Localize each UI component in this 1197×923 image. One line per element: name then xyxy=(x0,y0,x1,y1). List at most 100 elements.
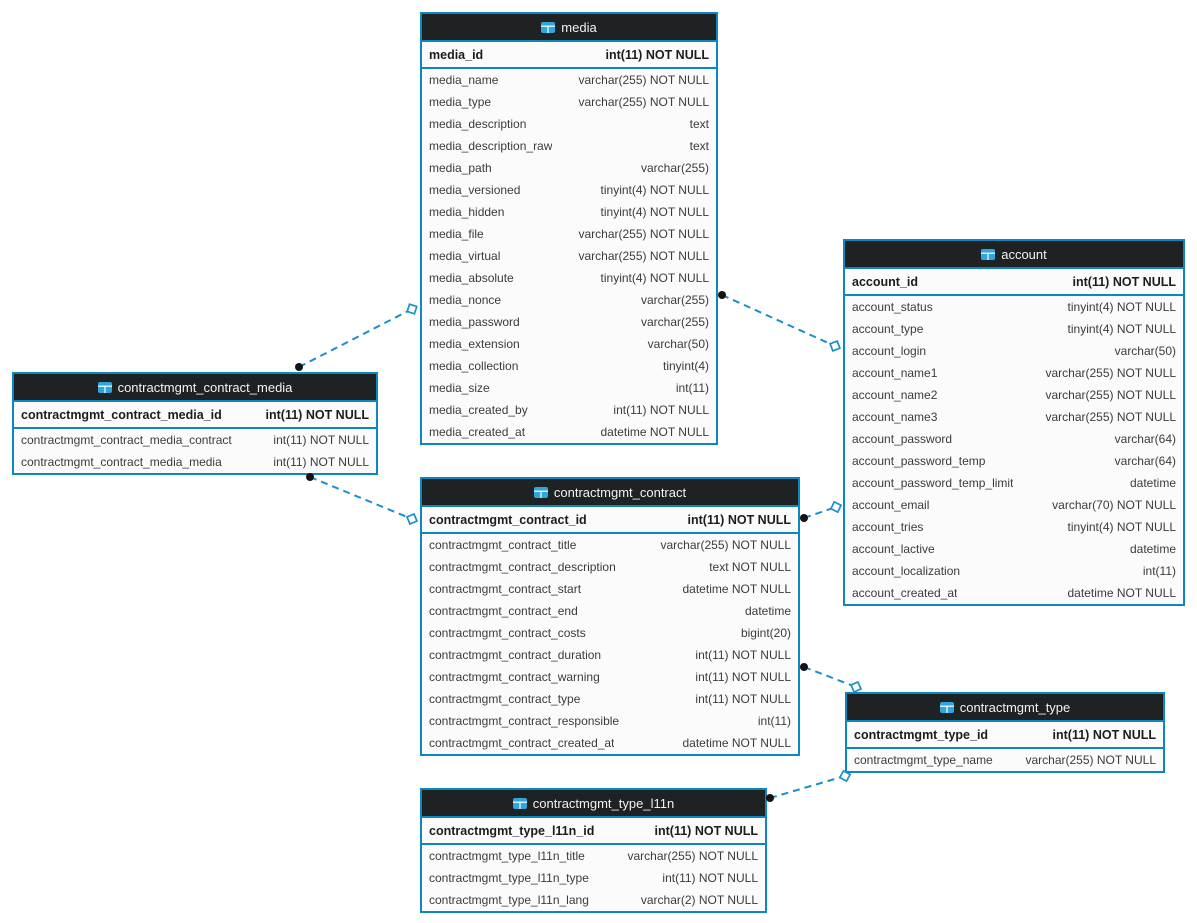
column-row: media_created_at datetime NOT NULL xyxy=(422,421,716,443)
table-header[interactable]: account xyxy=(845,241,1183,269)
column-name: media_description xyxy=(429,117,527,131)
column-type: int(11) NOT NULL xyxy=(265,407,369,422)
column-name: media_description_raw xyxy=(429,139,553,153)
table-title: contractmgmt_contract_media xyxy=(117,379,293,395)
column-type: text xyxy=(689,139,709,153)
column-name: contractmgmt_contract_end xyxy=(429,604,578,618)
column-name: contractmgmt_contract_start xyxy=(429,582,582,596)
column-name: contractmgmt_contract_id xyxy=(429,512,587,527)
column-name: media_extension xyxy=(429,337,520,351)
column-name: media_versioned xyxy=(429,183,521,197)
column-type: varchar(64) xyxy=(1114,432,1176,446)
table-title: contractmgmt_contract xyxy=(553,484,687,500)
table-contractmgmt_contract[interactable]: contractmgmt_contract contractmgmt_contra… xyxy=(420,477,800,756)
column-name: contractmgmt_contract_duration xyxy=(429,648,602,662)
column-type: varchar(255) NOT NULL xyxy=(627,849,759,863)
column-name: contractmgmt_contract_media_contract xyxy=(21,433,232,447)
table-icon xyxy=(939,701,954,713)
column-name: contractmgmt_contract_warning xyxy=(429,670,600,684)
column-type: varchar(255) NOT NULL xyxy=(1045,366,1177,380)
column-type: int(11) NOT NULL xyxy=(695,648,791,662)
table-contractmgmt_contract_media[interactable]: contractmgmt_contract_media contractmgmt_… xyxy=(12,372,378,475)
column-row: contractmgmt_contract_description text NO… xyxy=(422,556,798,578)
column-name: media_created_at xyxy=(429,425,526,439)
table-title: account xyxy=(1001,246,1047,262)
column-name: media_absolute xyxy=(429,271,514,285)
column-name: contractmgmt_contract_type xyxy=(429,692,581,706)
primary-key-row: contractmgmt_contract_media_id int(11) NO… xyxy=(14,402,376,429)
column-name: contractmgmt_contract_media_id xyxy=(21,407,222,422)
table-header[interactable]: contractmgmt_contract_media xyxy=(14,374,376,402)
column-name: media_type xyxy=(429,95,492,109)
column-type: tinyint(4) NOT NULL xyxy=(1067,520,1176,534)
column-name: media_virtual xyxy=(429,249,501,263)
table-contractmgmt_type_l11n[interactable]: contractmgmt_type_l11n contractmgmt_type_… xyxy=(420,788,767,913)
column-type: int(11) NOT NULL xyxy=(662,871,758,885)
column-type: varchar(64) xyxy=(1114,454,1176,468)
column-type: varchar(2) NOT NULL xyxy=(640,893,758,907)
column-name: media_collection xyxy=(429,359,519,373)
column-type: datetime NOT NULL xyxy=(1067,586,1177,600)
column-row: contractmgmt_contract_duration int(11) NO… xyxy=(422,644,798,666)
column-type: datetime NOT NULL xyxy=(600,425,710,439)
column-name: contractmgmt_contract_description xyxy=(429,560,616,574)
column-row: contractmgmt_contract_responsible int(11) xyxy=(422,710,798,732)
column-name: contractmgmt_contract_responsible xyxy=(429,714,620,728)
column-type: tinyint(4) NOT NULL xyxy=(600,183,709,197)
column-type: tinyint(4) xyxy=(662,359,709,373)
table-header[interactable]: media xyxy=(422,14,716,42)
column-name: account_status xyxy=(852,300,933,314)
column-row: media_collection tinyint(4) xyxy=(422,355,716,377)
column-name: contractmgmt_type_l11n_id xyxy=(429,823,595,838)
table-header[interactable]: contractmgmt_type_l11n xyxy=(422,790,765,818)
table-icon xyxy=(512,797,527,809)
column-type: text NOT NULL xyxy=(709,560,791,574)
column-name: account_password_temp xyxy=(852,454,986,468)
table-icon xyxy=(541,21,556,33)
column-type: datetime NOT NULL xyxy=(682,582,792,596)
column-name: contractmgmt_contract_costs xyxy=(429,626,586,640)
column-row: account_password_temp varchar(64) xyxy=(845,450,1183,472)
column-name: account_password_temp_limit xyxy=(852,476,1014,490)
column-type: int(11) xyxy=(757,714,791,728)
column-type: datetime NOT NULL xyxy=(682,736,792,750)
column-row: media_absolute tinyint(4) NOT NULL xyxy=(422,267,716,289)
column-type: tinyint(4) NOT NULL xyxy=(600,271,709,285)
table-title: contractmgmt_type_l11n xyxy=(532,795,675,811)
column-type: varchar(255) NOT NULL xyxy=(1045,410,1177,424)
column-name: media_id xyxy=(429,47,484,62)
table-header[interactable]: contractmgmt_contract xyxy=(422,479,798,507)
table-title: media xyxy=(561,19,597,35)
column-name: media_hidden xyxy=(429,205,505,219)
table-header[interactable]: contractmgmt_type xyxy=(847,694,1163,722)
column-row: media_description_raw text xyxy=(422,135,716,157)
column-name: media_created_by xyxy=(429,403,528,417)
